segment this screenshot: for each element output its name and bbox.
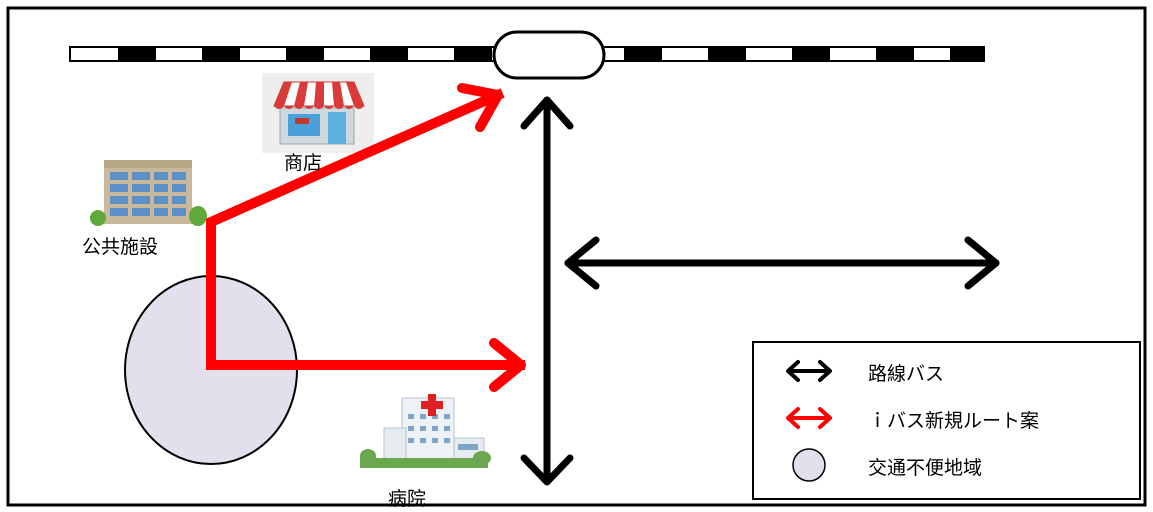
store-label: 商店 — [284, 152, 323, 174]
new-route-arrowheads — [457, 83, 526, 392]
route-bus-vertical — [520, 96, 574, 486]
legend-label-route-bus: 路線バス — [868, 363, 945, 385]
new-route-line — [206, 88, 525, 370]
building-icon — [90, 160, 207, 226]
legend-label-inconvenient-area: 交通不便地域 — [868, 457, 983, 479]
hospital-icon — [360, 394, 491, 468]
public-facility-label: 公共施設 — [82, 236, 159, 258]
store-icon — [262, 73, 374, 153]
legend-item-route-bus: 路線バス — [754, 351, 1139, 391]
circle-icon — [792, 448, 826, 482]
station-icon — [492, 30, 606, 80]
black-double-arrow-icon — [786, 360, 832, 382]
railway-line — [69, 46, 985, 62]
hospital-label: 病院 — [388, 488, 427, 510]
legend-item-inconvenient-area: 交通不便地域 — [754, 445, 1139, 485]
legend-item-new-route: ｉバス新規ルート案 — [754, 398, 1139, 438]
legend-label-new-route: ｉバス新規ルート案 — [868, 410, 1040, 432]
diagram-border — [6, 6, 1147, 507]
route-bus-horizontal — [564, 236, 1000, 290]
legend: 路線バス ｉバス新規ルート案 交通不便地域 — [752, 341, 1141, 500]
red-double-arrow-icon — [786, 407, 832, 429]
